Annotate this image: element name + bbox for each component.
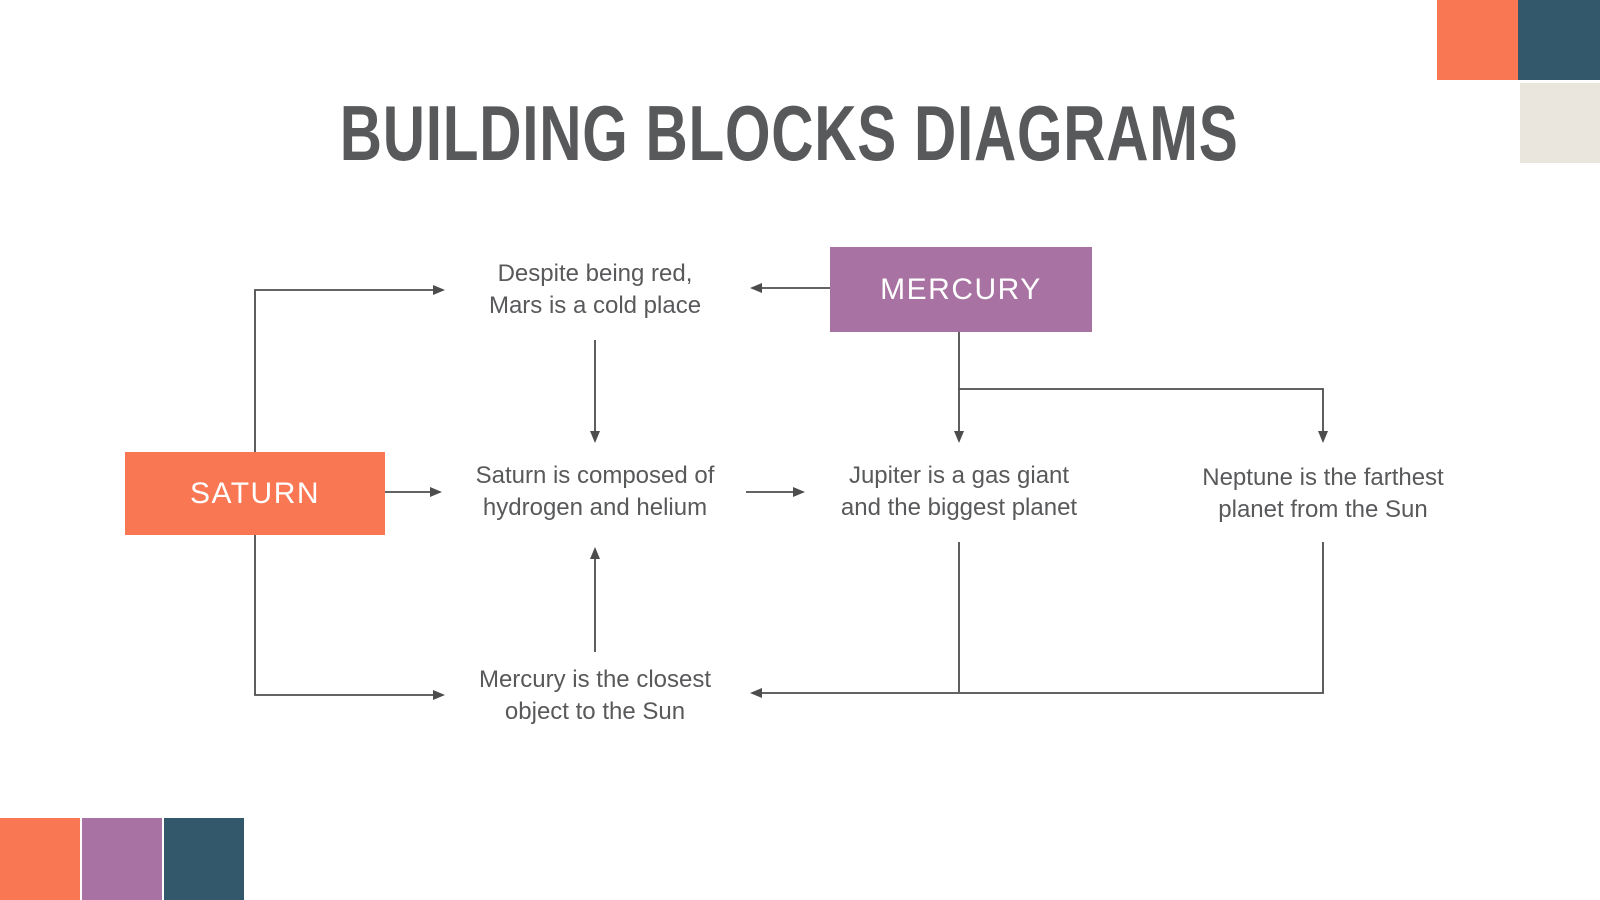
corner-square-purple-bottom-left (82, 818, 162, 900)
node-mercury-fact: Mercury is the closest object to the Sun (478, 666, 712, 725)
corner-square-teal-bottom-left (164, 818, 244, 900)
corner-square-teal-top-right (1518, 0, 1600, 80)
node-saturn-fact: Saturn is composed of hydrogen and heliu… (475, 462, 715, 521)
block-saturn-label: SATURN (189, 476, 321, 510)
node-neptune-fact: Neptune is the farthest planet from the … (1202, 464, 1444, 523)
corner-square-orange-top-right (1437, 0, 1518, 80)
block-mercury: MERCURY (830, 247, 1092, 332)
connector-saturn-to-mercury-fact (254, 535, 445, 700)
connector-neptune-to-mercury-fact (750, 542, 1324, 698)
page-title: BUILDING BLOCKS DIAGRAMS (0, 88, 1578, 179)
corner-square-orange-bottom-left (0, 818, 80, 900)
corner-square-beige-top-right (1520, 83, 1600, 163)
connector-saturn-to-mars (254, 285, 445, 452)
page-title-text: BUILDING BLOCKS DIAGRAMS (339, 89, 1239, 177)
node-jupiter-fact: Jupiter is a gas giant and the biggest p… (840, 462, 1078, 521)
connector-mercury-to-neptune (959, 388, 1328, 443)
node-mars-fact: Despite being red, Mars is a cold place (488, 260, 702, 319)
block-saturn: SATURN (125, 452, 385, 535)
block-mercury-label: MERCURY (880, 272, 1042, 306)
